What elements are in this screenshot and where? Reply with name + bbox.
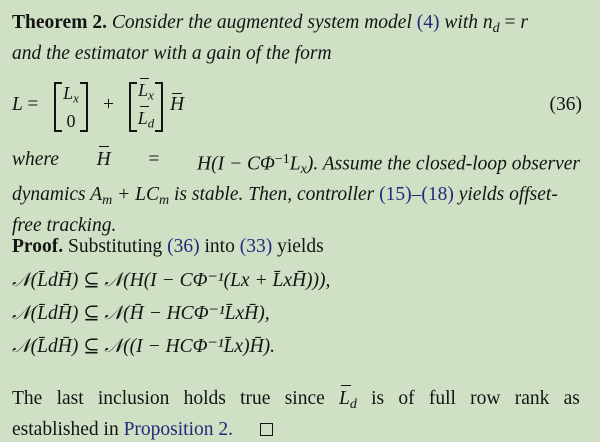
- theorem-label: Theorem 2.: [12, 12, 107, 33]
- ref-eq-33[interactable]: (33): [239, 236, 273, 257]
- ref-model-4[interactable]: (4): [416, 12, 440, 33]
- math-nd: nd = r: [482, 12, 528, 36]
- qed-square-icon: [259, 422, 273, 436]
- ref-proposition-2[interactable]: Proposition 2.: [123, 418, 234, 440]
- equation-number: (36): [549, 94, 583, 115]
- proof-inclusion-3: 𝒩(L̄dH̄) ⊆ 𝒩((I − HCΦ⁻¹L̄x)H̄).: [12, 336, 276, 357]
- proof-inclusion-2: 𝒩(L̄dH̄) ⊆ 𝒩(H̄ − HCΦ⁻¹L̄xH̄),: [12, 303, 270, 324]
- theorem-text-line2: and the estimator with a gain of the for…: [12, 42, 332, 64]
- h-bar: H: [170, 93, 185, 115]
- proof-intro: Proof. Substituting (36) into (33) yield…: [12, 236, 324, 257]
- theorem-continuation: where H = H(I − CΦ−1Lx). Assume the clos…: [12, 146, 580, 237]
- matrix-1: Lx 0: [54, 82, 88, 132]
- ref-eq-36[interactable]: (36): [167, 236, 200, 257]
- proof-label: Proof.: [12, 236, 64, 257]
- eq-lhs: L =: [12, 94, 39, 115]
- theorem-text: with: [444, 12, 478, 33]
- proof-inclusion-1: 𝒩(L̄dH̄) ⊆ 𝒩(H(I − CΦ⁻¹(Lx + L̄xH̄))),: [12, 270, 331, 291]
- theorem-text: Consider the augmented system model: [111, 12, 412, 33]
- ref-controller-15-18[interactable]: (15)–(18): [379, 184, 454, 206]
- theorem-statement: Theorem 2. Consider the augmented system…: [12, 10, 580, 66]
- equation-36: L = Lx 0 + Lx Ld H (36): [12, 78, 583, 132]
- plus-sign: +: [103, 94, 114, 115]
- matrix-2: Lx Ld: [129, 78, 163, 132]
